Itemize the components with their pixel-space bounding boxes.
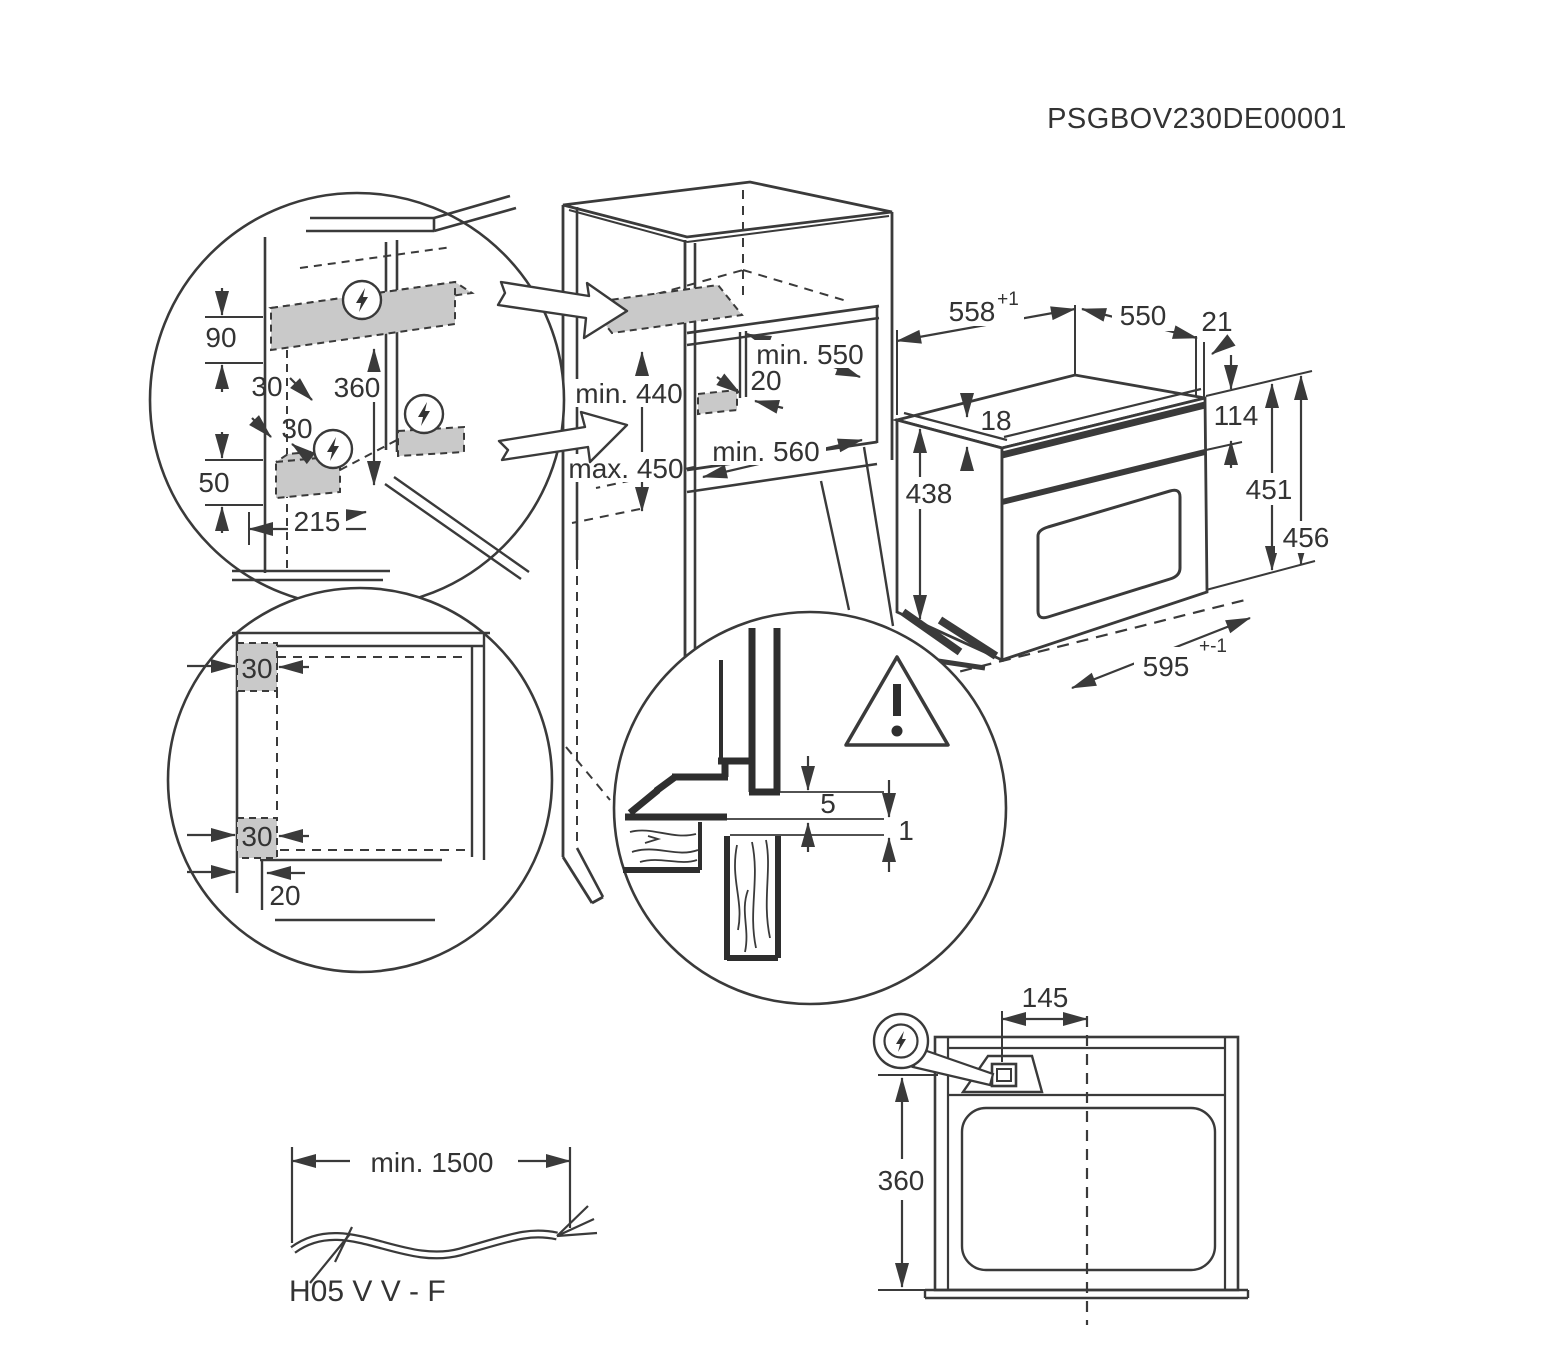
dim-side-recess: 20: [269, 880, 300, 911]
power-cable-drawing: [290, 1142, 598, 1284]
electric-connection-icon: [403, 393, 445, 435]
dim-oven-height-456: 456: [1283, 522, 1330, 553]
dim-oven-width-back: 558: [949, 296, 996, 327]
side-section-detail: [166, 586, 554, 974]
electric-connection-icon: [872, 1012, 930, 1070]
callout-arrow-upper: [496, 280, 629, 340]
dim-niche-side-gap: 20: [750, 365, 781, 396]
dim-wall-offset-top: 90: [205, 322, 236, 353]
power-cable-labels: min. 1500 H05 V V - F: [289, 1147, 493, 1308]
gap-detail-labels: 5 1: [820, 788, 914, 846]
callout-arrow-lower: [497, 410, 629, 464]
dim-oven-width-back-tol: +1: [997, 289, 1019, 310]
dim-side-gap-top: 30: [241, 653, 272, 684]
cable-type-label: H05 V V - F: [289, 1275, 446, 1308]
dim-wall-inset-mid: 30: [281, 413, 312, 444]
top-view-labels: 145 360: [872, 982, 1068, 1196]
warning-icon: [844, 655, 950, 747]
dim-wall-inset-top: 30: [251, 371, 282, 402]
cabinet-niche-labels: min. 440 max. 450 min. 550 20 min. 560: [568, 339, 872, 484]
dim-connection-depth: 360: [878, 1165, 925, 1196]
dim-niche-height-min: min. 440: [575, 378, 682, 409]
dim-oven-depth: 550: [1120, 300, 1167, 331]
oven-top-view: [872, 1011, 1250, 1325]
dim-oven-width-front: 595: [1143, 651, 1190, 682]
oven-3d-view: [891, 305, 1316, 690]
dim-gap-panel: 1: [898, 815, 914, 846]
electric-connection-icon: [312, 428, 354, 470]
dim-gap-frame: 5: [820, 788, 836, 819]
dim-wall-offset-mid: 50: [198, 467, 229, 498]
dim-oven-panel-height: 114: [1214, 400, 1259, 431]
oven-labels: 558 +1 550 21 18 114 438 451 456 595 +-1: [901, 289, 1337, 682]
side-section-labels: 30 30 20: [241, 653, 300, 911]
dim-oven-top-frame: 18: [980, 405, 1011, 436]
dim-niche-height-max: max. 450: [568, 453, 683, 484]
dim-connection-offset: 145: [1022, 982, 1069, 1013]
dim-niche-width: min. 560: [712, 436, 819, 467]
dim-niche-depth: min. 550: [756, 339, 863, 370]
dim-side-gap-bottom: 30: [241, 821, 272, 852]
dim-oven-height-451: 451: [1246, 474, 1293, 505]
wall-detail-labels: 90 30 360 30 50 215: [198, 322, 384, 537]
dim-wall-height-between: 360: [334, 372, 381, 403]
dim-oven-width-front-tol: +-1: [1199, 636, 1227, 657]
panel-gap-detail: [612, 610, 1008, 1006]
dim-wall-depth: 215: [294, 506, 341, 537]
detail-callout-arrows: [496, 280, 629, 464]
dim-oven-overhang: 21: [1201, 306, 1232, 337]
cabinet-niche-drawing: [561, 180, 895, 905]
electric-connection-icon: [341, 279, 383, 321]
dim-oven-body-height: 438: [906, 478, 953, 509]
document-code: PSGBOV230DE00001: [1047, 103, 1347, 135]
dim-cable-length: min. 1500: [371, 1147, 494, 1178]
